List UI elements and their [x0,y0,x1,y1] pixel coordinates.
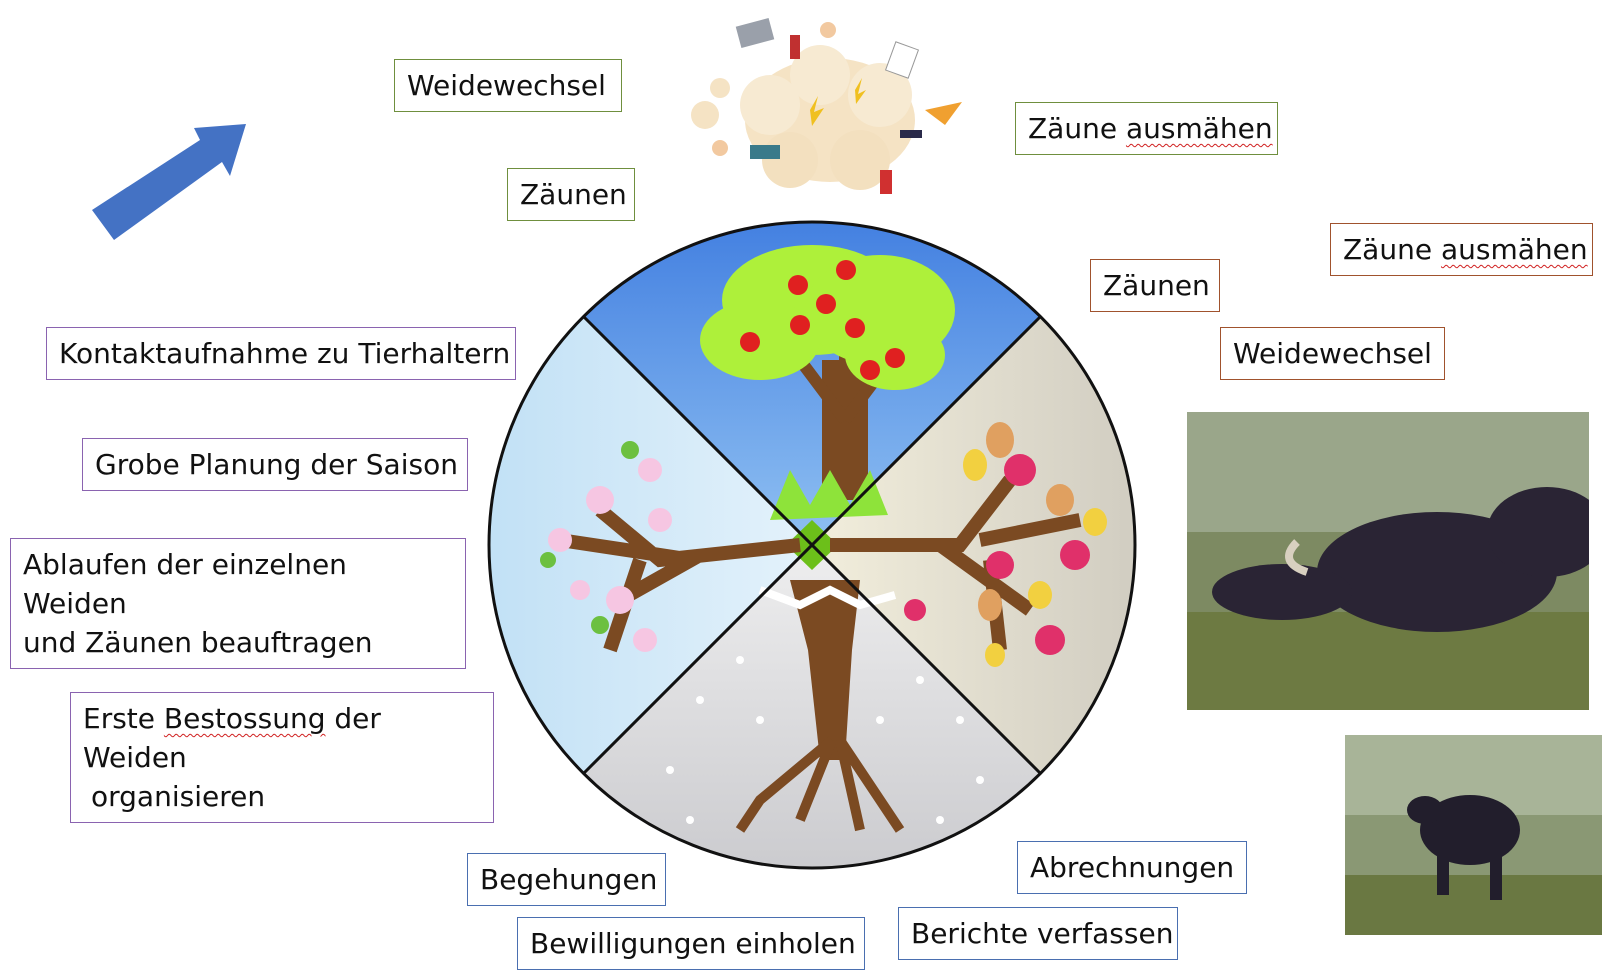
label-text-1b: Bestossung [164,702,326,735]
label-text-2: ausmähen [1441,233,1588,266]
label-text-1: Zäune [1343,233,1441,266]
label-summer-zaeunen: Zäunen [507,168,635,221]
label-winter-begehungen: Begehungen [467,853,666,906]
photo-buffalo-standing-image [1345,735,1602,935]
up-right-arrow-icon [92,124,246,240]
label-autumn-weidewechsel: Weidewechsel [1220,327,1445,380]
label-line-2: organisieren [83,777,481,816]
label-text-1: Zäune [1028,112,1126,145]
label-summer-zaeune-ausmaehen: Zäune ausmähen [1015,102,1278,155]
label-text-1a: Erste [83,702,164,735]
label-line-2: und Zäunen beauftragen [23,623,453,662]
label-winter-bewilligungen: Bewilligungen einholen [517,917,865,970]
photo-buffalo-lying-image [1187,412,1589,710]
season-wheel [400,133,1224,957]
chaos-cloud-illustration [691,18,962,194]
photo-buffalo-lying [1187,412,1589,710]
label-spring-planung: Grobe Planung der Saison [82,438,468,491]
label-winter-berichte: Berichte verfassen [898,907,1178,960]
label-spring-bestossung: Erste Bestossung der Weiden organisieren [70,692,494,823]
label-line-1: Erste Bestossung der Weiden [83,699,481,777]
label-summer-weidewechsel: Weidewechsel [394,59,622,112]
label-line-1: Ablaufen der einzelnen Weiden [23,545,453,623]
label-spring-ablaufen: Ablaufen der einzelnen Weiden und Zäunen… [10,538,466,669]
photo-buffalo-standing [1345,735,1602,935]
label-autumn-zaeune-ausmaehen: Zäune ausmähen [1330,223,1593,276]
label-winter-abrechnungen: Abrechnungen [1017,841,1247,894]
label-autumn-zaeunen: Zäunen [1090,259,1220,312]
label-spring-kontakt: Kontaktaufnahme zu Tierhaltern [46,327,516,380]
label-text-2: ausmähen [1126,112,1273,145]
